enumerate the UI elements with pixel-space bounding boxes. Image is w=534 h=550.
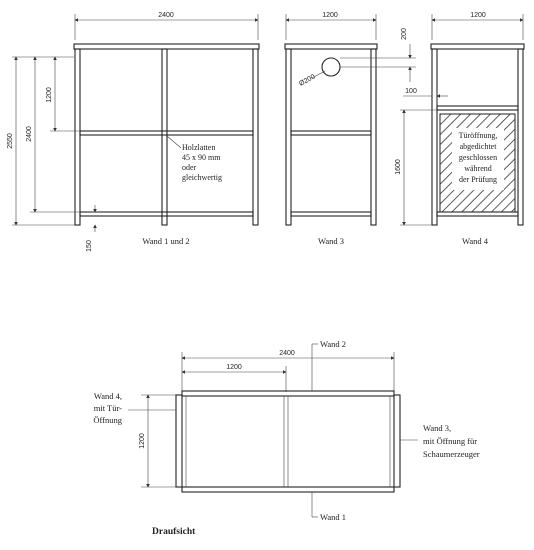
bottom-rail <box>436 211 519 217</box>
caption-wand-1-2: Wand 1 und 2 <box>142 236 189 246</box>
label-wand-3-line: Wand 3, <box>423 423 451 433</box>
note-line: Holzlatten <box>182 143 215 152</box>
note-line: 45 x 90 mm <box>182 153 221 162</box>
elevation-wand-3: 1200 Ø200 200 Wand 3 <box>284 12 416 246</box>
label-wand-4-line: Wand 4, <box>94 391 122 401</box>
caption-draufsicht: Draufsicht <box>152 527 196 537</box>
dim-label: 1200 <box>322 12 338 19</box>
label-wand-4-line: mit Tür- <box>94 403 122 413</box>
post-middle <box>161 48 168 226</box>
dim-label: 1200 <box>139 433 146 449</box>
dim-label: 2550 <box>7 133 14 149</box>
elevation-wand-1-2: 2400 2550 2400 1200 <box>7 12 260 252</box>
dim-label: 150 <box>86 240 93 252</box>
middle-rail <box>79 130 254 136</box>
plan-wall-3 <box>393 394 401 488</box>
dim-label: 1200 <box>46 87 53 103</box>
elevation-wand-4: 1200 Türöffnung, abgedichtet geschlossen… <box>395 12 525 246</box>
dim-label: 1600 <box>395 159 402 175</box>
label-wand-2: Wand 2 <box>320 339 346 349</box>
dim-upper-1200: 1200 <box>46 56 80 132</box>
label-wand-4-line: Öffnung <box>93 415 122 425</box>
dim-height-1600: 1600 <box>395 109 437 226</box>
top-plate <box>284 43 378 50</box>
top-plate <box>73 43 260 50</box>
dim-label: 1200 <box>226 364 242 371</box>
caption-wand-4: Wand 4 <box>462 236 489 246</box>
dim-plan-1200: 1200 <box>181 364 287 392</box>
dim-height-2400: 2400 <box>26 56 80 213</box>
dim-side-100: 100 <box>403 88 448 106</box>
label-wand-3-line: mit Öffnung für <box>423 436 477 446</box>
door-label-line: Türöffnung, <box>459 131 498 140</box>
plan-wall-2 <box>181 390 395 397</box>
dim-label: 1200 <box>470 12 486 19</box>
door-label-line: während <box>464 164 492 173</box>
door-header <box>436 105 519 111</box>
dim-label: 2400 <box>26 126 33 142</box>
dim-height-2550: 2550 <box>7 56 75 226</box>
bottom-rail <box>79 211 254 217</box>
caption-wand-3: Wand 3 <box>318 236 344 246</box>
door-label-line: geschlossen <box>459 153 497 162</box>
note-line: oder <box>182 163 197 172</box>
dim-label: 2400 <box>279 350 295 357</box>
dim-plan-depth-1200: 1200 <box>139 394 180 488</box>
dim-plan-2400: 2400 <box>181 350 395 392</box>
dim-label: 2400 <box>158 12 174 19</box>
post-left <box>285 48 292 226</box>
post-right <box>370 48 377 226</box>
label-wand-1: Wand 1 <box>320 512 346 522</box>
dim-bottom-150: 150 <box>86 205 100 252</box>
bottom-rail <box>290 211 372 217</box>
dim-width-1200: 1200 <box>285 12 377 40</box>
dim-top-200: 200 <box>340 28 416 82</box>
top-plate <box>430 43 525 50</box>
post-left <box>431 48 438 226</box>
dim-label: Ø200 <box>298 74 317 88</box>
plan-wall-1 <box>181 486 395 493</box>
post-right <box>252 48 259 226</box>
post-left <box>74 48 81 226</box>
middle-rail <box>290 130 372 136</box>
door-label-line: der Prüfung <box>459 175 497 184</box>
dim-width-1200: 1200 <box>431 12 524 40</box>
foam-hole <box>321 57 341 77</box>
note-line: gleichwertig <box>182 173 222 182</box>
plan-view: 2400 1200 1200 Wand 2 Wand 1 <box>93 339 479 537</box>
note-holzlatten: Holzlatten 45 x 90 mm oder gleichwertig <box>166 135 222 182</box>
dim-width-2400: 2400 <box>74 12 259 40</box>
label-wand-3-line: Schaumerzeuger <box>423 449 480 459</box>
post-right <box>517 48 524 226</box>
plan-wall-4 <box>175 394 183 488</box>
dim-label: 200 <box>401 28 408 40</box>
dim-label: 100 <box>405 88 417 95</box>
door-label-bg <box>452 128 504 190</box>
door-label-line: abgedichtet <box>460 142 498 151</box>
